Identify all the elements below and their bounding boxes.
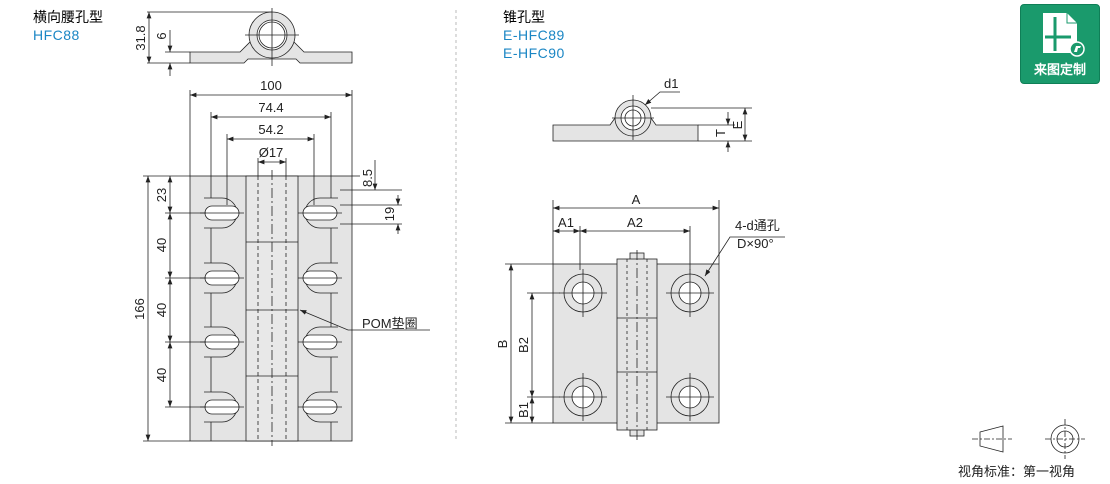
countersunk-hole	[666, 373, 714, 421]
dim-d1: d1	[664, 76, 678, 91]
left-side-view	[146, 8, 353, 76]
right-side-view	[552, 91, 752, 152]
dimension-labels: 31.8 6 100 74.4 54.2 Ø17 166 23 40 40 40…	[132, 25, 1075, 479]
dim-pitch2: 40	[154, 303, 169, 317]
dim-length: 166	[132, 298, 147, 320]
dim-A1: A1	[558, 215, 574, 230]
right-model-2: E-HFC90	[503, 45, 565, 61]
left-top-view	[143, 90, 430, 446]
hole-note-2: D×90°	[737, 236, 774, 251]
dim-plate: 6	[154, 32, 169, 39]
dim-w2: 74.4	[258, 100, 283, 115]
slot-hole	[298, 262, 342, 294]
badge-label: 来图定制	[1033, 62, 1086, 77]
countersunk-hole	[666, 269, 714, 317]
dim-pitch1: 40	[154, 238, 169, 252]
slot-hole	[200, 262, 244, 294]
slot-hole	[298, 391, 342, 423]
slot-hole	[298, 197, 342, 229]
dim-B1: B1	[516, 402, 531, 418]
left-model: HFC88	[33, 27, 80, 43]
dim-width: 100	[260, 78, 282, 93]
dim-B: B	[495, 340, 510, 349]
slot-hole	[200, 326, 244, 358]
dim-slot-offset: 8.5	[360, 169, 375, 187]
dim-A: A	[632, 192, 641, 207]
right-front-view	[505, 200, 785, 440]
dim-w3: 54.2	[258, 122, 283, 137]
first-angle-projection-icon	[972, 419, 1085, 459]
slot-hole	[200, 197, 244, 229]
dim-B2: B2	[516, 337, 531, 353]
dim-height: 31.8	[133, 25, 148, 50]
drawing-document-icon	[1043, 13, 1085, 57]
slot-hole	[298, 326, 342, 358]
dim-pin: Ø17	[259, 145, 284, 160]
countersunk-hole	[559, 373, 607, 421]
right-type-name: 锥孔型	[503, 9, 545, 25]
dim-first: 23	[154, 188, 169, 202]
right-model-1: E-HFC89	[503, 27, 565, 43]
dim-E: E	[730, 120, 745, 129]
slot-hole	[200, 391, 244, 423]
custom-drawing-badge[interactable]: 来图定制	[1020, 4, 1100, 84]
hole-note-1: 4-d通孔	[735, 218, 780, 233]
dim-T: T	[713, 129, 728, 137]
dim-pitch3: 40	[154, 368, 169, 382]
left-type-name: 横向腰孔型	[33, 9, 103, 25]
dim-slot-len: 19	[382, 207, 397, 221]
projection-label: 视角标准：第一视角	[958, 464, 1075, 479]
dim-A2: A2	[627, 215, 643, 230]
pom-washer-callout: POM垫圈	[362, 316, 418, 331]
countersunk-hole	[559, 269, 607, 317]
